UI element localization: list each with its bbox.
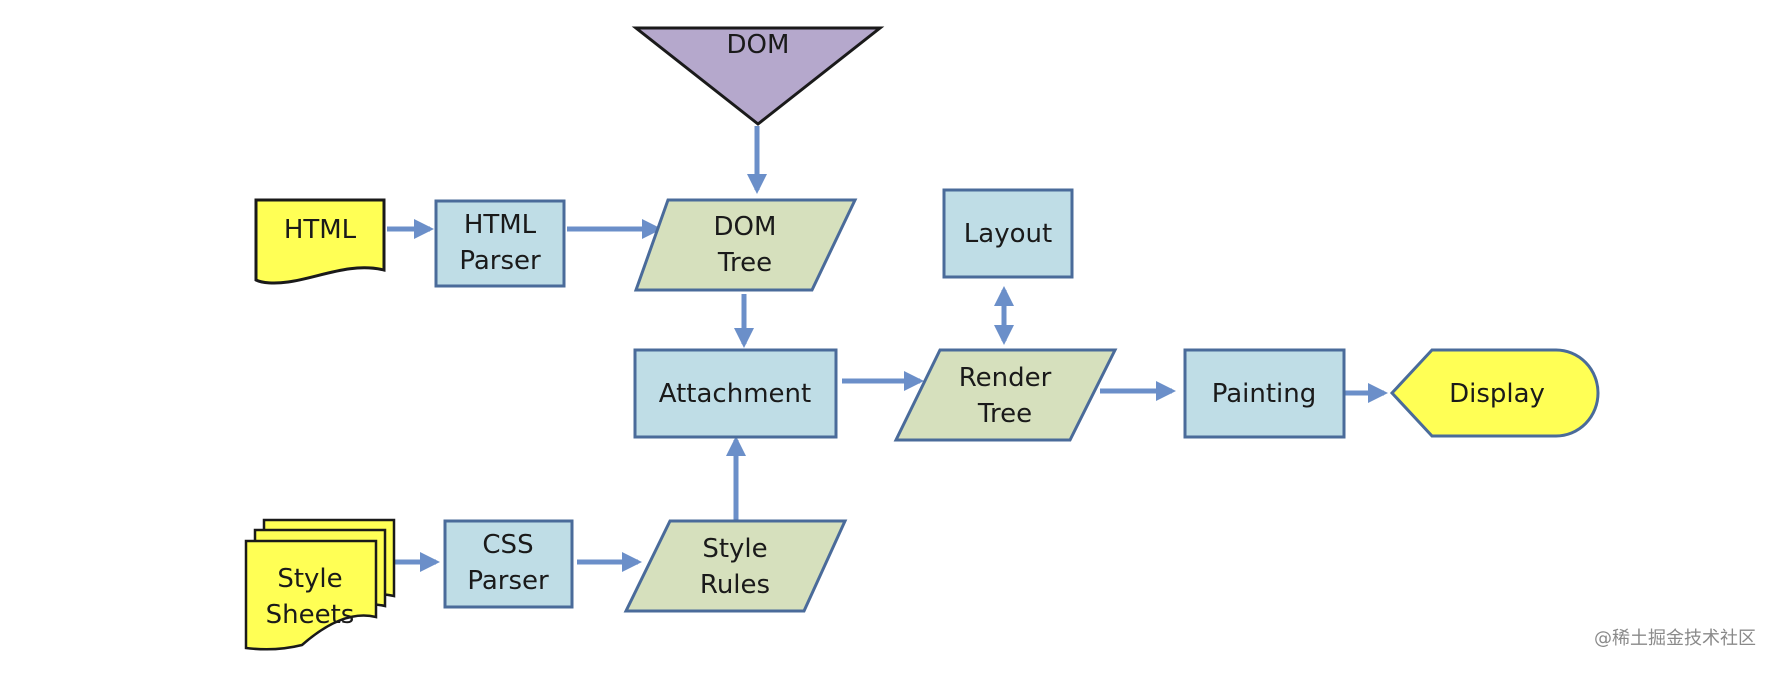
node-css-parser: CSS Parser xyxy=(443,519,574,609)
display-label: Display xyxy=(1449,379,1545,409)
node-attachment: Attachment xyxy=(633,348,838,439)
dom-line-1: DOM xyxy=(727,30,790,60)
css-parser-line-2: Parser xyxy=(467,566,549,596)
dom-tree-line-1: DOM xyxy=(714,212,777,242)
dom-label: DOM xyxy=(727,30,790,60)
node-layout: Layout xyxy=(942,188,1074,279)
display-line-1: Display xyxy=(1449,379,1545,409)
html-parser-label: HTML Parser xyxy=(459,210,541,276)
painting-line-1: Painting xyxy=(1212,379,1317,409)
node-dom: DOM xyxy=(631,26,885,126)
render-tree-line-2: Tree xyxy=(977,399,1032,429)
html-parser-line-1: HTML xyxy=(464,210,537,240)
render-tree-line-1: Render xyxy=(959,363,1052,393)
node-html-document: HTML xyxy=(254,198,386,285)
css-parser-label: CSS Parser xyxy=(467,530,549,596)
style-rules-line-2: Rules xyxy=(700,570,770,600)
attachment-label: Attachment xyxy=(659,379,811,409)
attachment-line-1: Attachment xyxy=(659,379,811,409)
layout-line-1: Layout xyxy=(964,219,1052,249)
node-html-parser: HTML Parser xyxy=(434,199,566,288)
style-sheets-line-1: Style xyxy=(277,564,342,594)
html-line-1: HTML xyxy=(284,215,357,245)
style-rules-line-1: Style xyxy=(702,534,767,564)
dom-tree-label: DOM Tree xyxy=(714,212,777,278)
dom-tree-line-2: Tree xyxy=(717,248,772,278)
node-painting: Painting xyxy=(1183,348,1346,439)
html-label: HTML xyxy=(284,215,357,245)
watermark: @稀土掘金技术社区 xyxy=(1594,628,1756,649)
node-display: Display xyxy=(1389,348,1600,438)
html-parser-line-2: Parser xyxy=(459,246,541,276)
node-dom-tree: DOM Tree xyxy=(633,198,858,292)
painting-label: Painting xyxy=(1212,379,1317,409)
style-sheets-line-2: Sheets xyxy=(266,600,355,630)
layout-label: Layout xyxy=(964,219,1052,249)
css-parser-line-1: CSS xyxy=(482,530,533,560)
